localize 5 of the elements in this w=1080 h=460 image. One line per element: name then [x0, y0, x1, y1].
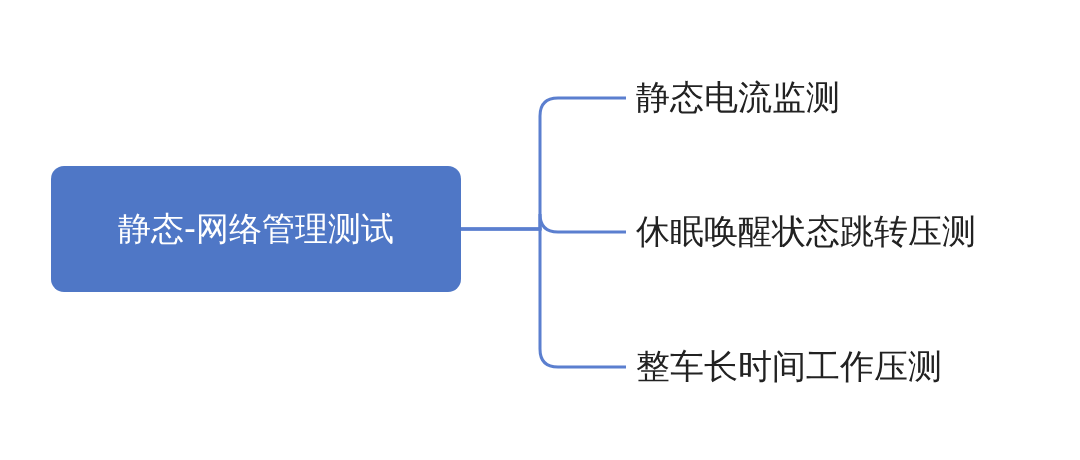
branch-label: 静态电流监测	[626, 76, 996, 120]
connector-line	[461, 227, 626, 369]
branch-label: 休眠唤醒状态跳转压测	[626, 210, 1066, 254]
branch-label: 整车长时间工作压测	[626, 345, 996, 389]
topic-box: 静态-网络管理测试	[51, 166, 461, 292]
